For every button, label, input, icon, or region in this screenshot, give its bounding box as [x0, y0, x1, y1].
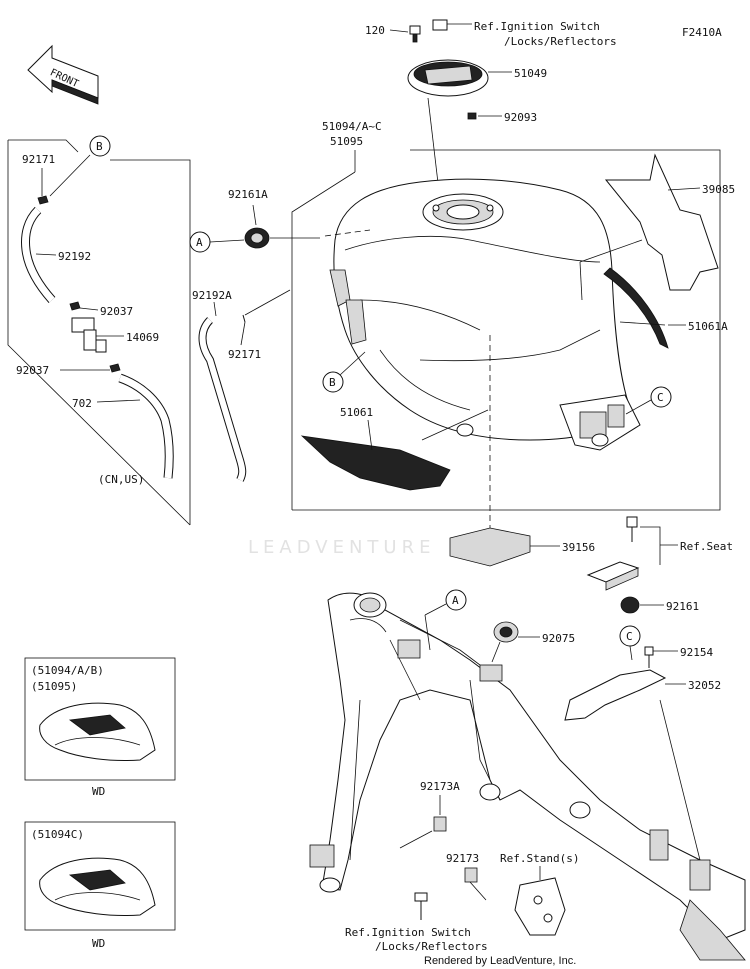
label-51095: 51095	[330, 135, 363, 148]
inset-51094c: (51094C) WD	[24, 821, 176, 950]
label-51094: 51094/A~C	[322, 120, 382, 133]
ref-ignition-bottom-line1: Ref.Ignition Switch	[345, 926, 471, 939]
sticker-39085	[604, 153, 719, 291]
label-92037-b: 92037	[16, 364, 49, 377]
fuel-tank-group: 51094/A~C 51095 92161A A	[189, 120, 735, 530]
label-ref-stand: Ref.Stand(s)	[500, 852, 579, 865]
label-92075: 92075	[542, 632, 575, 645]
label-51049: 51049	[514, 67, 547, 80]
label-92161: 92161	[666, 600, 699, 613]
filler-cap-group: 120 Ref.Ignition Switch /Locks/Reflector…	[365, 19, 617, 201]
seat-bracket-group: Ref.Seat 92161 C 92154 32052	[564, 516, 733, 861]
ref-ignition-bottom-line2: /Locks/Reflectors	[375, 940, 488, 953]
callout-A-left-text: A	[196, 236, 203, 249]
label-92192A: 92192A	[192, 289, 232, 302]
inset1-line1: (51094/A/B)	[31, 664, 104, 677]
label-92154: 92154	[680, 646, 713, 659]
shroud-51061	[300, 435, 451, 491]
label-14069: 14069	[126, 331, 159, 344]
label-39085: 39085	[702, 183, 735, 196]
ref-ignition-top-line2: /Locks/Reflectors	[504, 35, 617, 48]
label-92171-mid: 92171	[228, 348, 261, 361]
label-39156: 39156	[562, 541, 595, 554]
label-92161A: 92161A	[228, 188, 268, 201]
label-92173: 92173	[446, 852, 479, 865]
label-ref-seat: Ref.Seat	[680, 540, 733, 553]
frame-group: A 92075 92173A 92173 Ref.Stand(s) Ref.Ig…	[309, 589, 746, 961]
label-cn-us: (CN,US)	[98, 473, 144, 486]
watermark: LEADVENTURE	[248, 537, 435, 558]
shroud-51061A	[603, 267, 669, 349]
front-arrow-icon: FRONT	[27, 44, 99, 105]
footer-credit: Rendered by LeadVenture, Inc.	[424, 955, 576, 967]
inset1-line2: (51095)	[31, 680, 77, 693]
callout-B-tank-text: B	[329, 376, 336, 389]
label-51061A: 51061A	[688, 320, 728, 333]
label-92037-a: 92037	[100, 305, 133, 318]
inset1-caption: WD	[92, 785, 105, 798]
figure-code: F2410A	[682, 26, 722, 39]
callout-C-tank	[650, 386, 672, 408]
label-32052: 32052	[688, 679, 721, 692]
label-92192: 92192	[58, 250, 91, 263]
label-92173A: 92173A	[420, 780, 460, 793]
label-92171-top: 92171	[22, 153, 55, 166]
evap-hose-group: B 92171 92192 92037 14069 92037 702 (CN,…	[7, 135, 191, 526]
label-51061: 51061	[340, 406, 373, 419]
callout-A-frame	[445, 589, 467, 611]
callout-A-frame-text: A	[452, 594, 459, 607]
inset2-caption: WD	[92, 937, 105, 950]
callout-B-top-text: B	[96, 140, 103, 153]
inset-51094-ab: (51094/A/B) (51095) WD	[24, 657, 176, 798]
callout-B-top	[89, 135, 111, 157]
inset2-line1: (51094C)	[31, 828, 84, 841]
callout-B-tank	[322, 371, 344, 393]
label-702: 702	[72, 397, 92, 410]
bracket-32052	[564, 669, 667, 721]
label-92093: 92093	[504, 111, 537, 124]
callout-C-mount-text: C	[626, 630, 633, 643]
pad-39156: 39156	[449, 527, 595, 567]
callout-C-tank-text: C	[657, 391, 664, 404]
ref-ignition-top-line1: Ref.Ignition Switch	[474, 20, 600, 33]
label-120: 120	[365, 24, 385, 37]
